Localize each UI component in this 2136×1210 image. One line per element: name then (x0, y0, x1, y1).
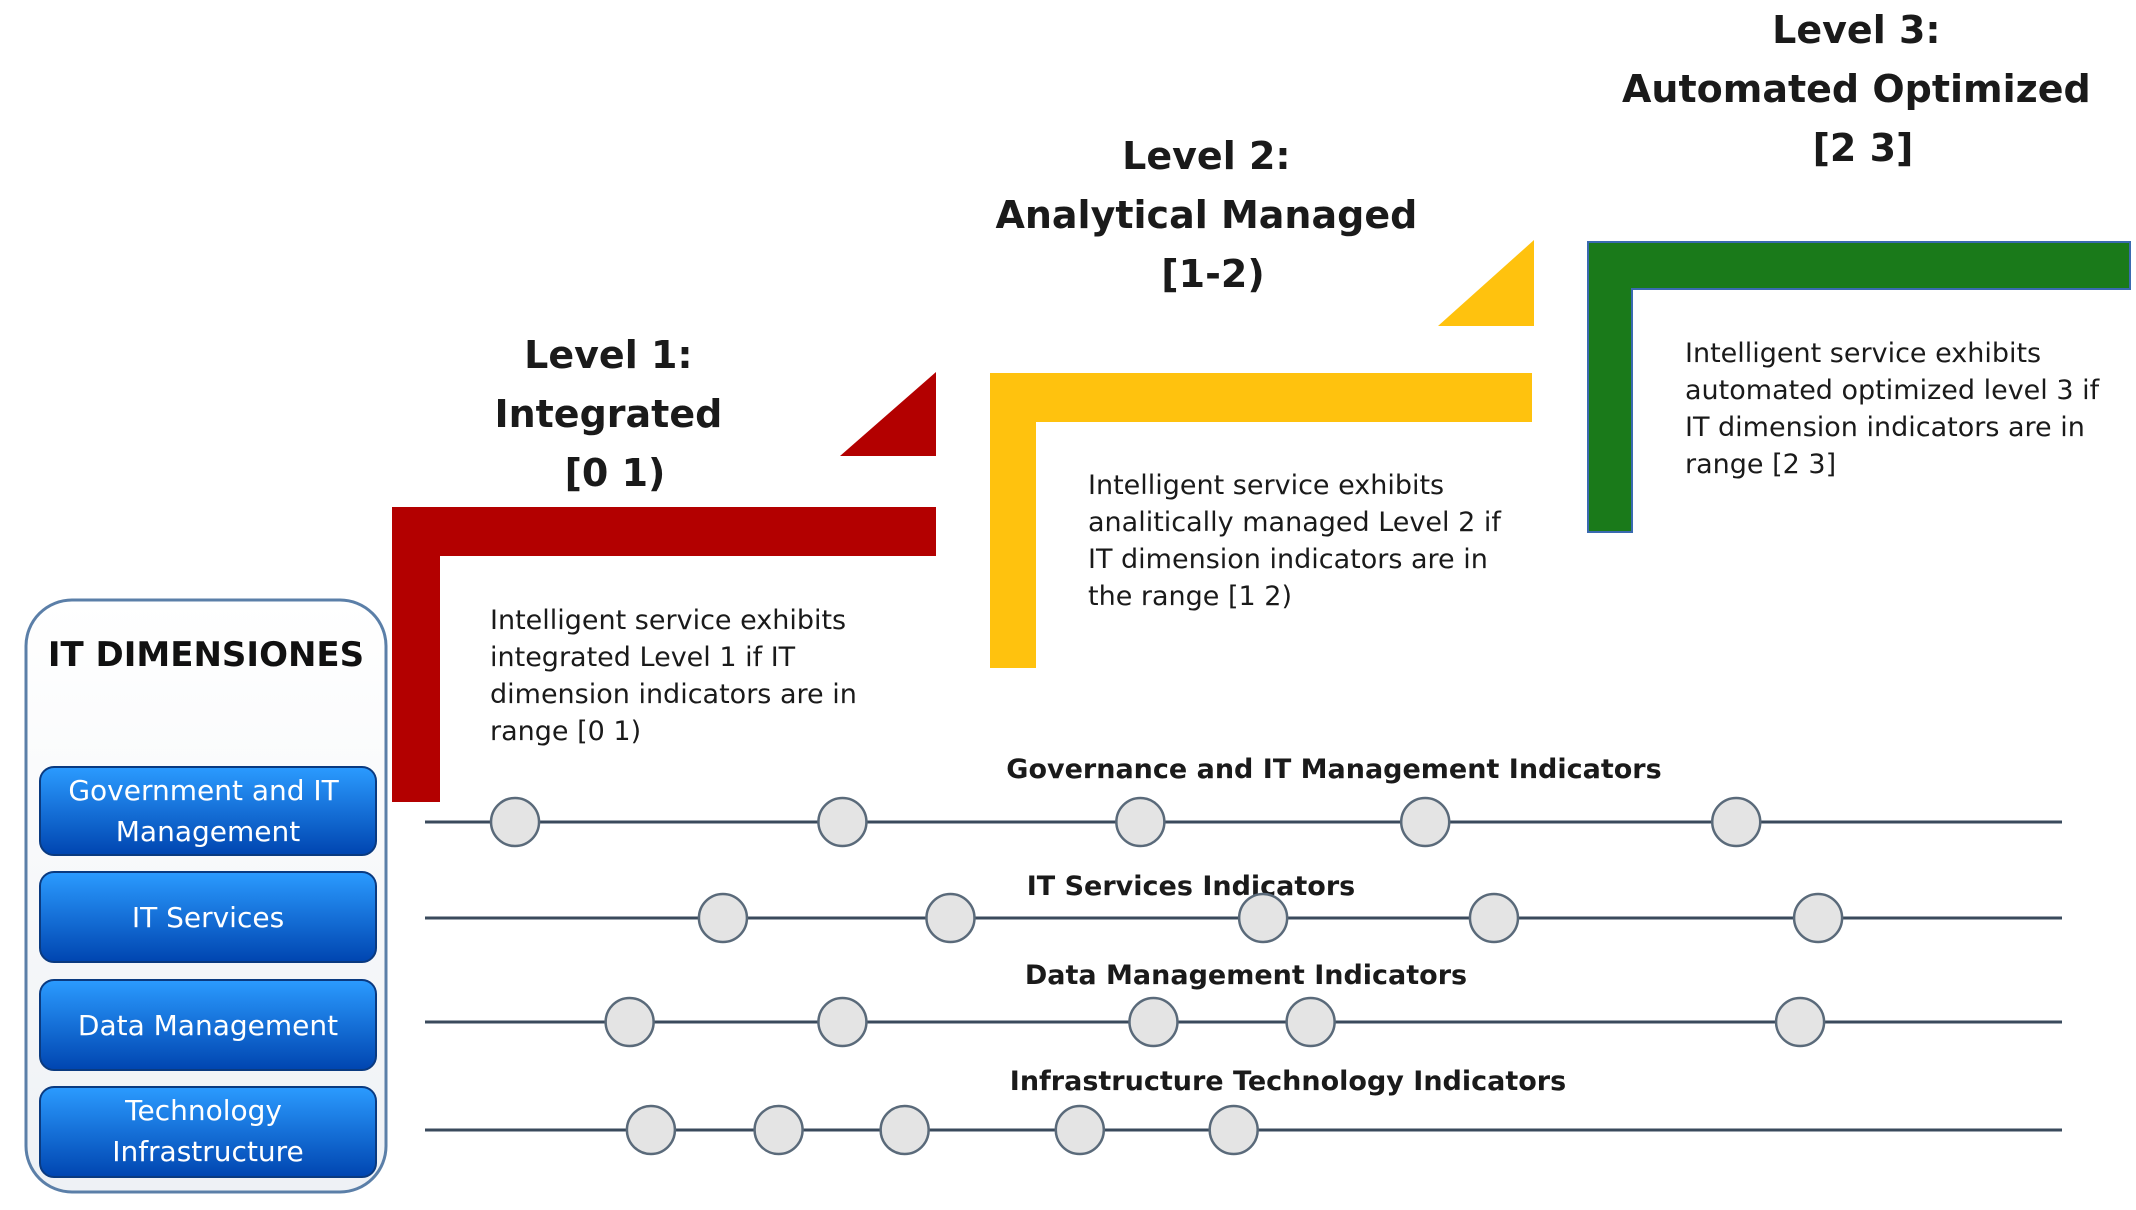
indicator-line-label: Infrastructure Technology Indicators (1010, 1066, 1566, 1097)
level-2-description: Intelligent service exhibits analiticall… (1088, 470, 1509, 612)
indicator-line-label: IT Services Indicators (1027, 871, 1356, 902)
indicator-lines: Governance and IT Management IndicatorsI… (425, 754, 2062, 1156)
indicator-marker (625, 1104, 677, 1156)
dimension-label: Technology Infrastructure (112, 1094, 304, 1168)
dimension-button-it-services[interactable]: IT Services (39, 871, 377, 963)
indicator-line-group: Governance and IT Management Indicators (425, 754, 2062, 848)
level-2-title: Level 2: Analytical Managed [1-2) (995, 134, 1430, 296)
indicator-marker (753, 1104, 804, 1156)
indicator-line-label: Governance and IT Management Indicators (1006, 754, 1661, 785)
level-3-title: Level 3: Automated Optimized [2 3] (1622, 8, 2104, 170)
indicator-line-group: IT Services Indicators (425, 871, 2062, 944)
level-1-description: Intelligent service exhibits integrated … (490, 605, 865, 747)
dimension-label: IT Services (132, 901, 284, 934)
indicator-line-group: Data Management Indicators (425, 960, 2062, 1048)
indicator-marker (1237, 892, 1289, 944)
indicator-marker (697, 892, 749, 944)
indicator-marker (1128, 996, 1179, 1048)
indicator-marker (1115, 796, 1166, 848)
dimension-label: Government and IT Management (68, 774, 347, 848)
level-1-title: Level 1: Integrated [0 1) (494, 333, 735, 495)
level-1-group: Level 1: Integrated [0 1) Intelligent se… (392, 333, 936, 802)
level-3-group: Level 3: Automated Optimized [2 3] Intel… (1587, 8, 2131, 533)
indicator-marker (489, 796, 541, 848)
dimension-label: Data Management (78, 1009, 338, 1042)
panel-title: IT DIMENSIONES (48, 635, 364, 675)
indicator-marker (1285, 996, 1336, 1048)
indicator-marker (1774, 996, 1826, 1048)
indicator-marker (604, 996, 655, 1048)
level-2-group: Level 2: Analytical Managed [1-2) Intell… (990, 134, 1534, 668)
indicator-marker (1792, 892, 1844, 944)
indicator-marker (1399, 796, 1451, 848)
indicator-marker (879, 1104, 930, 1156)
indicator-marker (817, 796, 868, 848)
dimension-button-governance[interactable]: Government and IT Management (39, 766, 377, 856)
indicator-marker (1054, 1104, 1106, 1156)
indicator-marker (1208, 1104, 1259, 1156)
indicator-line-group: Infrastructure Technology Indicators (425, 1066, 2062, 1156)
level-1-step (392, 507, 936, 802)
level-1-arrow (840, 372, 936, 456)
level-3-step (1587, 241, 2131, 533)
indicator-marker (925, 892, 976, 944)
it-dimensions-panel: IT DIMENSIONES Government and IT Managem… (24, 598, 388, 1194)
indicator-marker (1710, 796, 1762, 848)
level-2-arrow (1438, 240, 1534, 326)
indicator-marker (1468, 892, 1520, 944)
indicator-line-label: Data Management Indicators (1025, 960, 1467, 991)
dimension-button-technology-infrastructure[interactable]: Technology Infrastructure (39, 1086, 377, 1178)
level-2-step (990, 373, 1532, 668)
level-3-description: Intelligent service exhibits automated o… (1685, 338, 2108, 480)
indicator-marker (817, 996, 868, 1048)
dimension-button-data-management[interactable]: Data Management (39, 979, 377, 1071)
